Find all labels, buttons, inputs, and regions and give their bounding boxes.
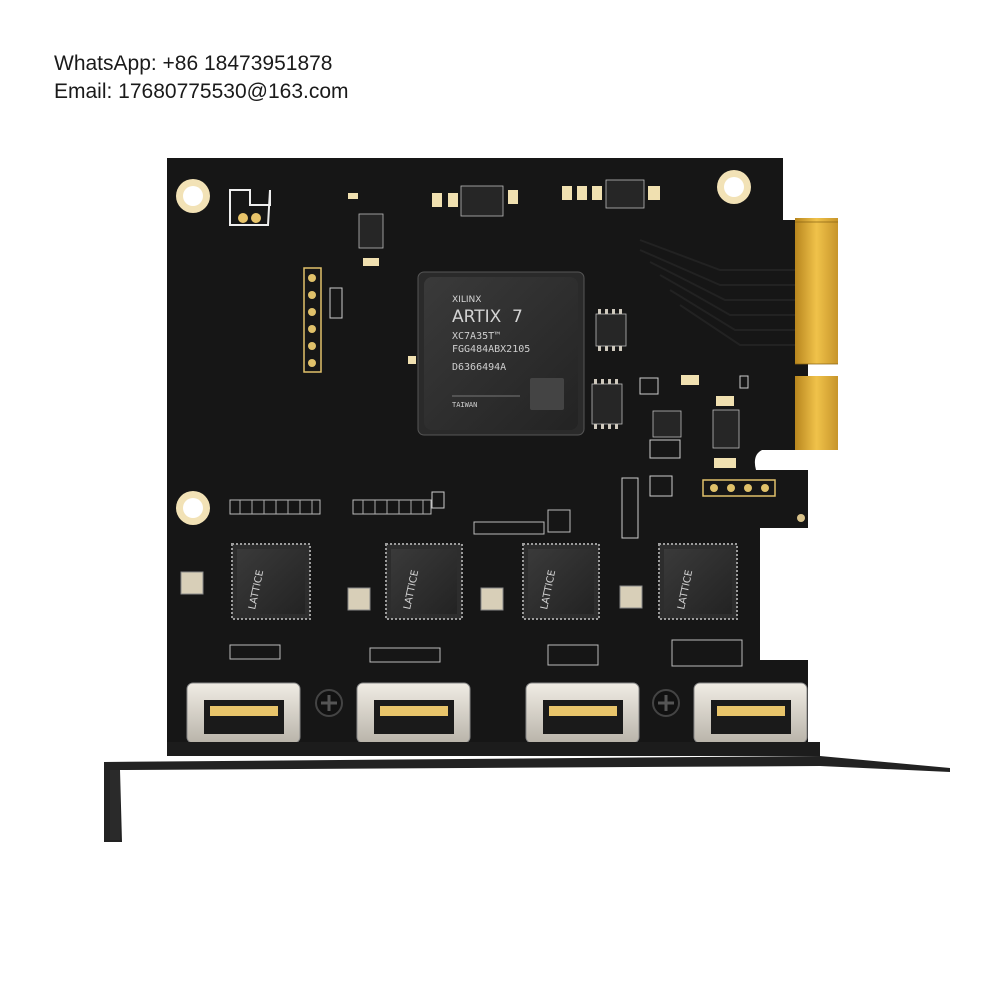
contact-info: WhatsApp: +86 18473951878 Email: 1768077… [54, 50, 349, 106]
fpga-part: XC7A35T™ [452, 331, 500, 342]
pcb-traces [639, 239, 795, 346]
resistor-arrays [229, 499, 743, 667]
lattice-chip-1: LATTICE [231, 543, 311, 620]
power-pad [229, 189, 271, 226]
hdmi-port-4 [693, 682, 808, 744]
bracket-screws [315, 689, 680, 717]
small-ics [358, 179, 740, 449]
lattice-chip-3: LATTICE [522, 543, 600, 620]
fpga-brand: XILINX [452, 295, 481, 305]
pcb-board [167, 158, 808, 742]
pin-header-left [303, 267, 322, 373]
lattice-chip-2: LATTICE [385, 543, 463, 620]
fpga-origin: TAIWAN [452, 401, 477, 409]
pin-header-right [702, 479, 776, 497]
hdmi-port-1 [186, 682, 301, 744]
email-address: Email: 17680775530@163.com [54, 80, 349, 103]
hdmi-port-2 [356, 682, 471, 744]
fpga-family: ARTIX [452, 307, 502, 327]
mounting-holes [176, 170, 805, 525]
hdmi-port-3 [525, 682, 640, 744]
lattice-chip-4: LATTICE [658, 543, 738, 620]
pcie-gold-fingers [795, 218, 838, 450]
whatsapp-number: WhatsApp: +86 18473951878 [54, 52, 333, 75]
fpga-family-suffix: 7 [512, 307, 523, 327]
smd-components [329, 186, 749, 539]
fpga-chip: XILINX ARTIX 7 XC7A35T™ FGG484ABX2105 D6… [417, 271, 585, 436]
fpga-package: FGG484ABX2105 [452, 344, 530, 355]
fpga-lot: D6366494A [452, 362, 506, 373]
ic-pins [594, 309, 622, 429]
crystals [180, 571, 643, 611]
pcie-bracket [104, 742, 950, 842]
